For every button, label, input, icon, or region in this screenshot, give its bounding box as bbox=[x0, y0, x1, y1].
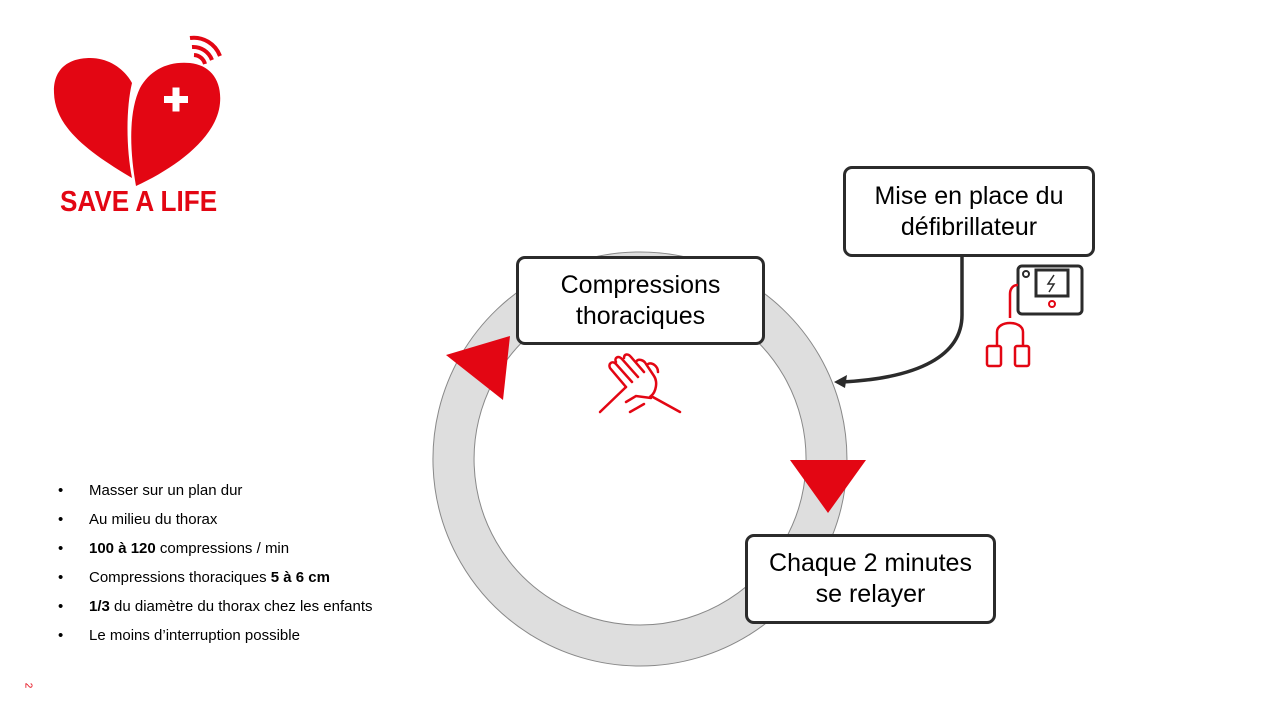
step-defibrillator-label: Mise en place du défibrillateur bbox=[874, 181, 1064, 241]
step-relay-label: Chaque 2 minutes se relayer bbox=[769, 549, 972, 608]
step-relay-box: Chaque 2 minutes se relayer bbox=[745, 534, 996, 624]
arrowhead-icon bbox=[834, 375, 847, 388]
logo-text: SAVE A LIFE bbox=[60, 186, 218, 218]
defibrillator-connector-arrow bbox=[841, 256, 964, 384]
text: compressions / min bbox=[155, 540, 290, 557]
bullet-icon: • bbox=[58, 511, 64, 528]
text: Masser sur un plan dur bbox=[89, 482, 243, 499]
step-defibrillator-box: Mise en place du défibrillateur bbox=[843, 166, 1095, 257]
defibrillator-icon bbox=[985, 264, 1084, 368]
text: Compressions thoraciques bbox=[89, 569, 271, 586]
bold-post: 5 à 6 cm bbox=[270, 569, 330, 586]
list-item: • Masser sur un plan dur bbox=[58, 482, 373, 511]
bullet-icon: • bbox=[58, 598, 64, 615]
page-number: 2 bbox=[22, 682, 34, 689]
step-compressions-label: Compressions thoraciques bbox=[560, 270, 721, 330]
bold-pre: 100 à 120 bbox=[89, 540, 156, 557]
list-item: • 100 à 120 compressions / min bbox=[58, 540, 373, 569]
bullet-icon: • bbox=[58, 569, 64, 586]
list-item-text: Le moins d’interruption possible bbox=[89, 627, 300, 656]
list-item: • Le moins d’interruption possible bbox=[58, 627, 373, 656]
list-item: • Au milieu du thorax bbox=[58, 511, 373, 540]
text: du diamètre du thorax chez les enfants bbox=[109, 598, 373, 615]
text: Au milieu du thorax bbox=[89, 511, 218, 528]
list-item: • Compressions thoraciques 5 à 6 cm bbox=[58, 569, 373, 598]
instructions-list: • Masser sur un plan dur• Au milieu du t… bbox=[58, 482, 373, 656]
list-item-text: Compressions thoraciques 5 à 6 cm bbox=[89, 569, 330, 598]
list-item: • 1/3 du diamètre du thorax chez les enf… bbox=[58, 598, 373, 627]
bold-pre: 1/3 bbox=[89, 598, 110, 615]
bullet-icon: • bbox=[58, 627, 64, 644]
bullet-icon: • bbox=[58, 540, 64, 557]
heart-logo-icon bbox=[53, 35, 222, 186]
cycle-arrow-up-icon bbox=[446, 336, 510, 400]
step-compressions-box: Compressions thoraciques bbox=[516, 256, 765, 345]
list-item-text: Masser sur un plan dur bbox=[89, 482, 242, 511]
text: Le moins d’interruption possible bbox=[89, 627, 300, 644]
list-item-text: Au milieu du thorax bbox=[89, 511, 217, 540]
bullet-icon: • bbox=[58, 482, 64, 499]
cycle-arrow-down-icon bbox=[790, 460, 866, 513]
list-item-text: 1/3 du diamètre du thorax chez les enfan… bbox=[89, 598, 373, 627]
hands-compression-icon bbox=[598, 353, 682, 414]
list-item-text: 100 à 120 compressions / min bbox=[89, 540, 289, 569]
